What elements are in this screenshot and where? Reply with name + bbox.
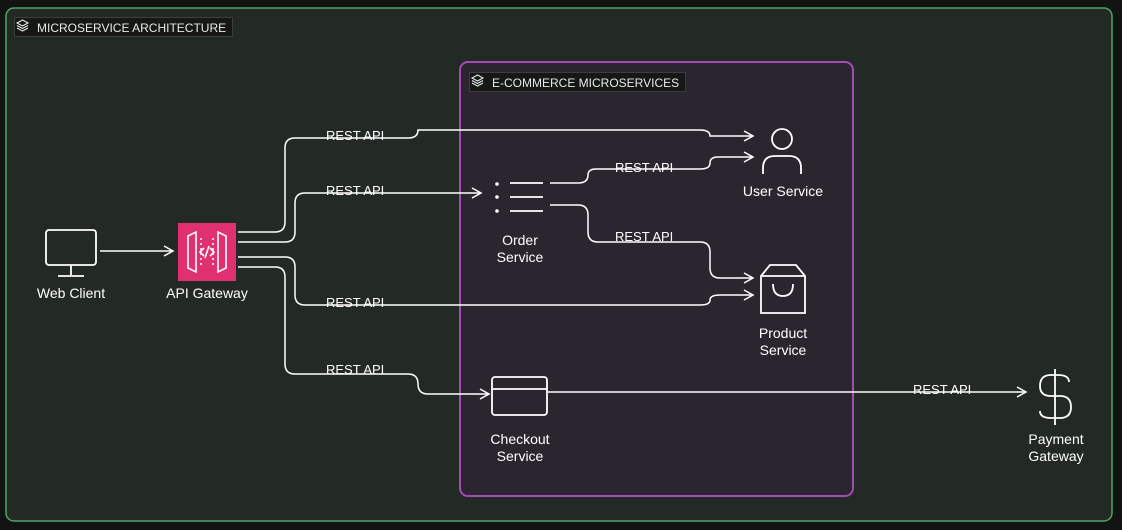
user-service-label: User Service bbox=[742, 183, 824, 199]
web-client-label: Web Client bbox=[36, 285, 106, 301]
payment-gateway-label-line2: Gateway bbox=[1028, 448, 1084, 464]
edge-label-order-user: REST API bbox=[615, 160, 674, 175]
edge-label-order-product: REST API bbox=[615, 229, 674, 244]
arrowhead bbox=[471, 187, 483, 199]
payment-gateway-label: Payment Gateway bbox=[1006, 431, 1106, 465]
outer-group-title: MICROSERVICE ARCHITECTURE bbox=[37, 21, 227, 35]
card-icon bbox=[491, 376, 548, 416]
inner-group-tag: E-COMMERCE MICROSERVICES bbox=[469, 72, 687, 92]
edge-order-product bbox=[550, 204, 752, 279]
checkout-service-label: Checkout Service bbox=[470, 431, 570, 465]
product-service-label-line2: Service bbox=[759, 342, 807, 358]
dollar-icon bbox=[1039, 369, 1072, 425]
arrowhead bbox=[743, 130, 755, 142]
inner-group-title: E-COMMERCE MICROSERVICES bbox=[492, 76, 680, 90]
edge-label-gateway-order: REST API bbox=[326, 183, 385, 198]
arrowhead bbox=[743, 272, 755, 284]
edge-label-gateway-checkout: REST API bbox=[326, 362, 385, 377]
layers-icon bbox=[470, 74, 485, 87]
checkout-service-label-line2: Service bbox=[496, 448, 544, 464]
order-service-label-line2: Service bbox=[496, 249, 544, 265]
order-service-label-line1: Order bbox=[502, 232, 538, 248]
order-service-label: Order Service bbox=[470, 232, 570, 266]
arrowhead bbox=[743, 289, 755, 301]
edge-label-checkout-payment: REST API bbox=[913, 382, 972, 397]
arrowhead bbox=[1016, 386, 1028, 398]
edge-label-gateway-product: REST API bbox=[326, 295, 385, 310]
edge-gateway-product bbox=[238, 256, 752, 306]
arrowhead bbox=[163, 245, 175, 257]
arrowhead bbox=[479, 388, 491, 400]
payment-gateway-label-line1: Payment bbox=[1028, 431, 1084, 447]
edge-gateway-order bbox=[238, 192, 480, 243]
shopping-bag-icon bbox=[760, 264, 806, 314]
queue-icon bbox=[495, 182, 543, 213]
checkout-service-label-line1: Checkout bbox=[490, 431, 550, 447]
product-service-label-line1: Product bbox=[758, 325, 808, 341]
inner-group-box bbox=[459, 61, 854, 497]
monitor-icon bbox=[45, 229, 97, 277]
outer-group-tag: MICROSERVICE ARCHITECTURE bbox=[14, 17, 234, 37]
api-gateway-icon bbox=[178, 223, 236, 281]
edge-gateway-user bbox=[238, 129, 752, 233]
edge-label-gateway-user: REST API bbox=[326, 128, 385, 143]
product-service-label: Product Service bbox=[733, 325, 833, 359]
arrowhead bbox=[743, 151, 755, 163]
edge-order-user bbox=[550, 156, 752, 184]
layers-icon bbox=[15, 19, 30, 32]
api-gateway-label: API Gateway bbox=[166, 285, 248, 301]
edge-gateway-checkout bbox=[238, 266, 488, 395]
user-icon bbox=[762, 128, 802, 174]
